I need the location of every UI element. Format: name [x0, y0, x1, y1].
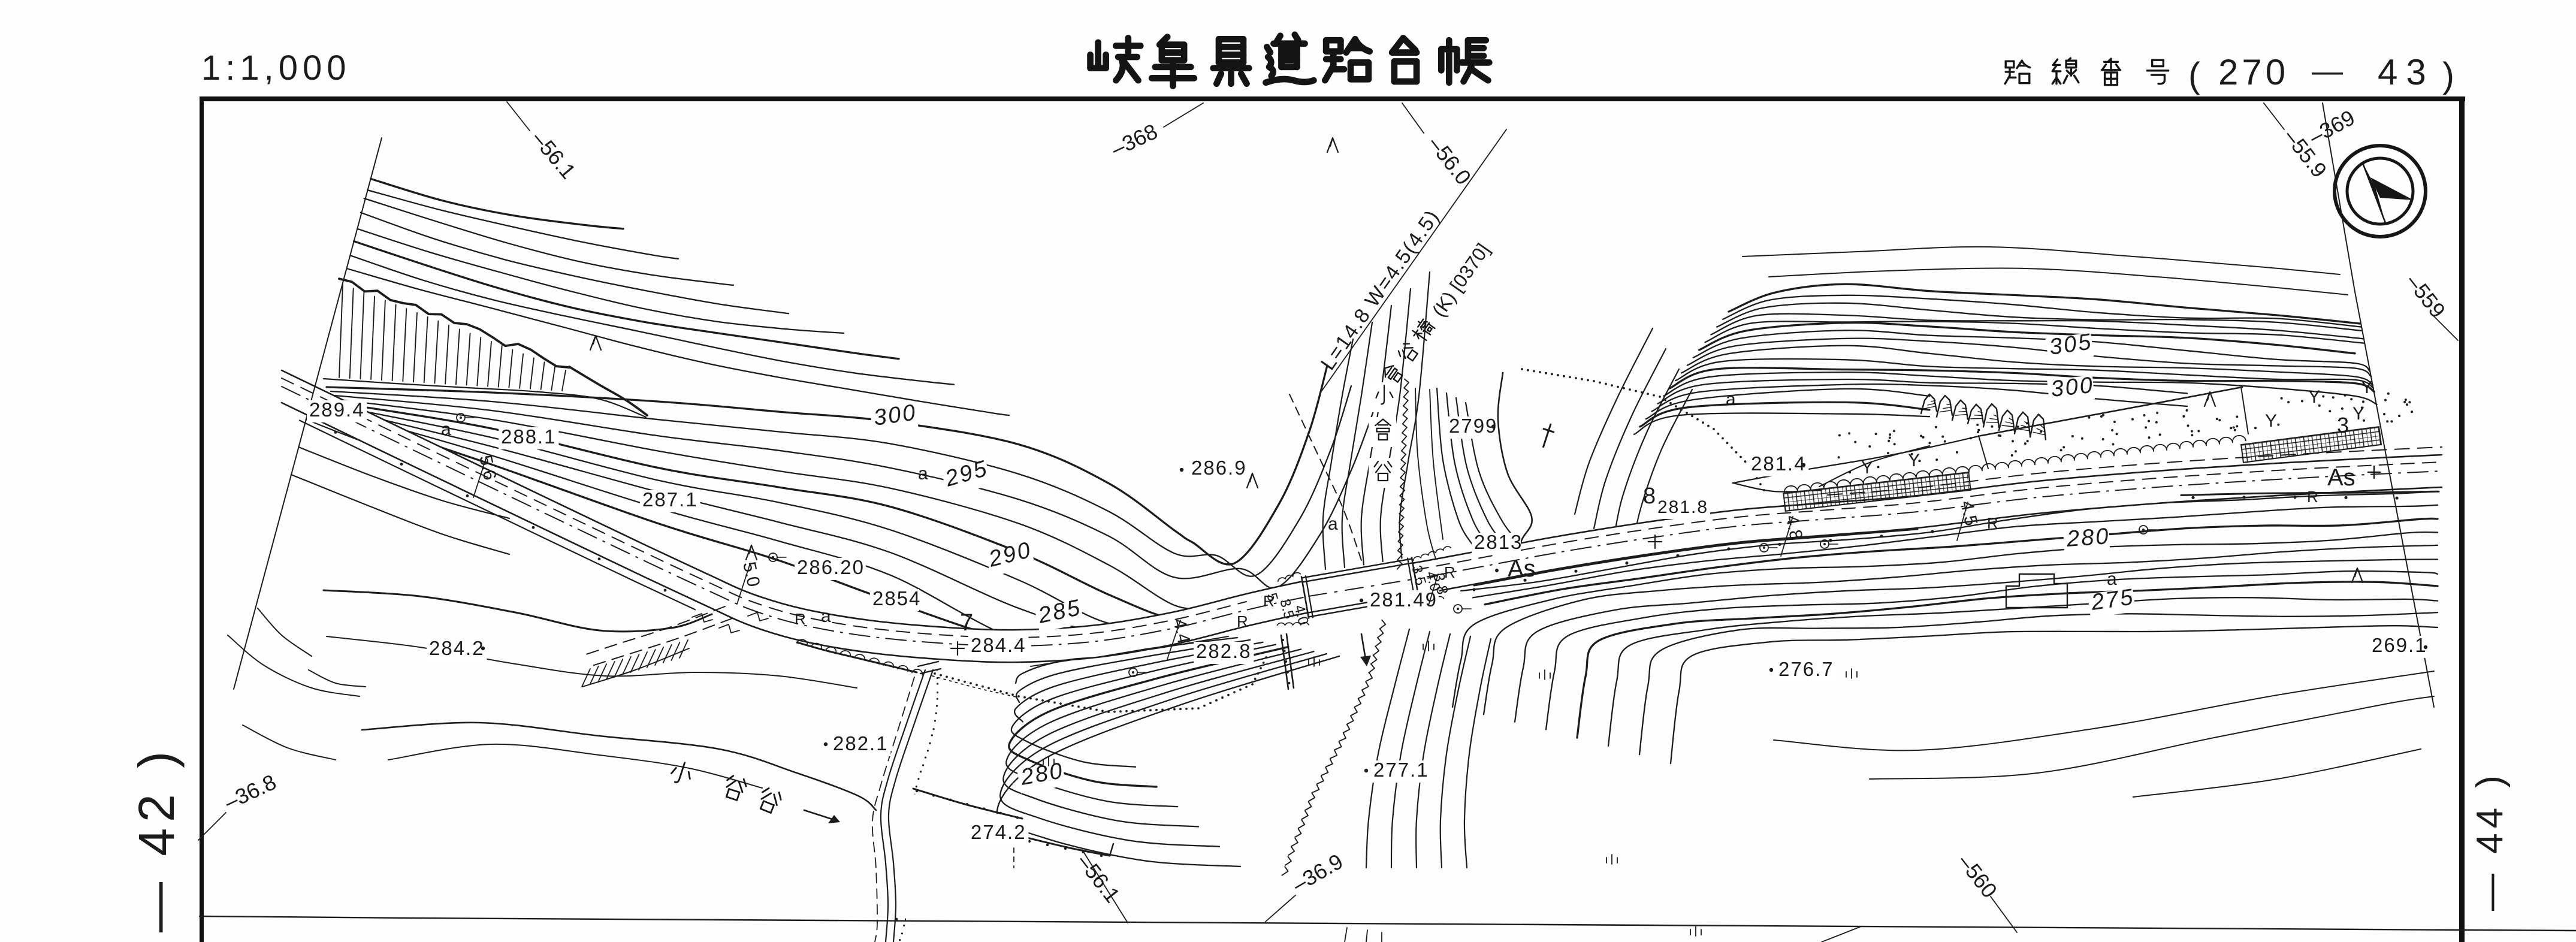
svg-text:7: 7	[960, 609, 973, 636]
svg-text:3: 3	[2337, 413, 2349, 437]
svg-text:a: a	[918, 464, 928, 484]
svg-text:R: R	[1263, 592, 1275, 610]
svg-text:287.1: 287.1	[642, 488, 698, 511]
svg-text:270: 270	[2218, 52, 2289, 92]
svg-text:280: 280	[2065, 524, 2111, 552]
svg-text:2799: 2799	[1449, 415, 1497, 437]
svg-text:a: a	[821, 606, 831, 626]
svg-text:): )	[2442, 55, 2454, 95]
svg-text:305: 305	[2047, 329, 2094, 360]
svg-text:8: 8	[1643, 484, 1656, 509]
svg-text:300: 300	[2050, 373, 2095, 402]
svg-text:289.4: 289.4	[309, 398, 365, 421]
svg-text:1:1,000: 1:1,000	[201, 49, 351, 87]
svg-text:(: (	[2188, 55, 2200, 95]
svg-text:275: 275	[2089, 584, 2136, 615]
svg-text:— 44 ): — 44 )	[2469, 771, 2511, 911]
svg-text:3.8: 3.8	[1430, 571, 1452, 596]
svg-text:286.9: 286.9	[1191, 457, 1247, 479]
svg-text:281.4: 281.4	[1751, 452, 1807, 475]
svg-text:281.49: 281.49	[1370, 588, 1438, 611]
svg-text:R: R	[1444, 563, 1455, 581]
svg-text:As: As	[1508, 555, 1536, 582]
svg-text:300: 300	[872, 400, 919, 431]
svg-text:R: R	[2307, 488, 2318, 506]
svg-text:Y: Y	[2352, 404, 2364, 424]
svg-text:288.1: 288.1	[501, 425, 557, 448]
svg-text:a: a	[1328, 514, 1338, 534]
svg-text:a: a	[2107, 569, 2117, 589]
svg-text:—: —	[2312, 54, 2343, 89]
svg-text:R: R	[1237, 612, 1248, 630]
svg-text:284.4: 284.4	[971, 634, 1026, 656]
svg-text:281.8: 281.8	[1657, 497, 1708, 517]
svg-text:a: a	[441, 419, 451, 439]
svg-text:Y: Y	[1908, 451, 1920, 470]
svg-text:As: As	[2327, 464, 2355, 491]
svg-text:286.20: 286.20	[797, 556, 865, 578]
svg-text:276.7: 276.7	[1778, 658, 1834, 680]
svg-text:274.2: 274.2	[971, 821, 1026, 843]
svg-text:282.8: 282.8	[1196, 640, 1252, 662]
svg-text:Y: Y	[2308, 387, 2320, 407]
svg-text:— 42 ): — 42 )	[128, 745, 185, 932]
svg-text:a: a	[1726, 390, 1736, 409]
svg-text:284.2: 284.2	[429, 637, 485, 659]
svg-text:Y: Y	[2265, 411, 2277, 431]
svg-text:282.1: 282.1	[833, 732, 889, 754]
svg-text:Y: Y	[1861, 458, 1873, 478]
svg-text:Y: Y	[2361, 378, 2373, 397]
svg-text:2813: 2813	[1474, 531, 1523, 553]
svg-text:2854: 2854	[872, 587, 921, 609]
svg-text:R: R	[1987, 514, 1998, 532]
svg-text:269.1: 269.1	[2372, 634, 2427, 656]
svg-text:43: 43	[2378, 52, 2435, 92]
svg-text:277.1: 277.1	[1373, 759, 1429, 781]
svg-text:R: R	[795, 610, 806, 628]
